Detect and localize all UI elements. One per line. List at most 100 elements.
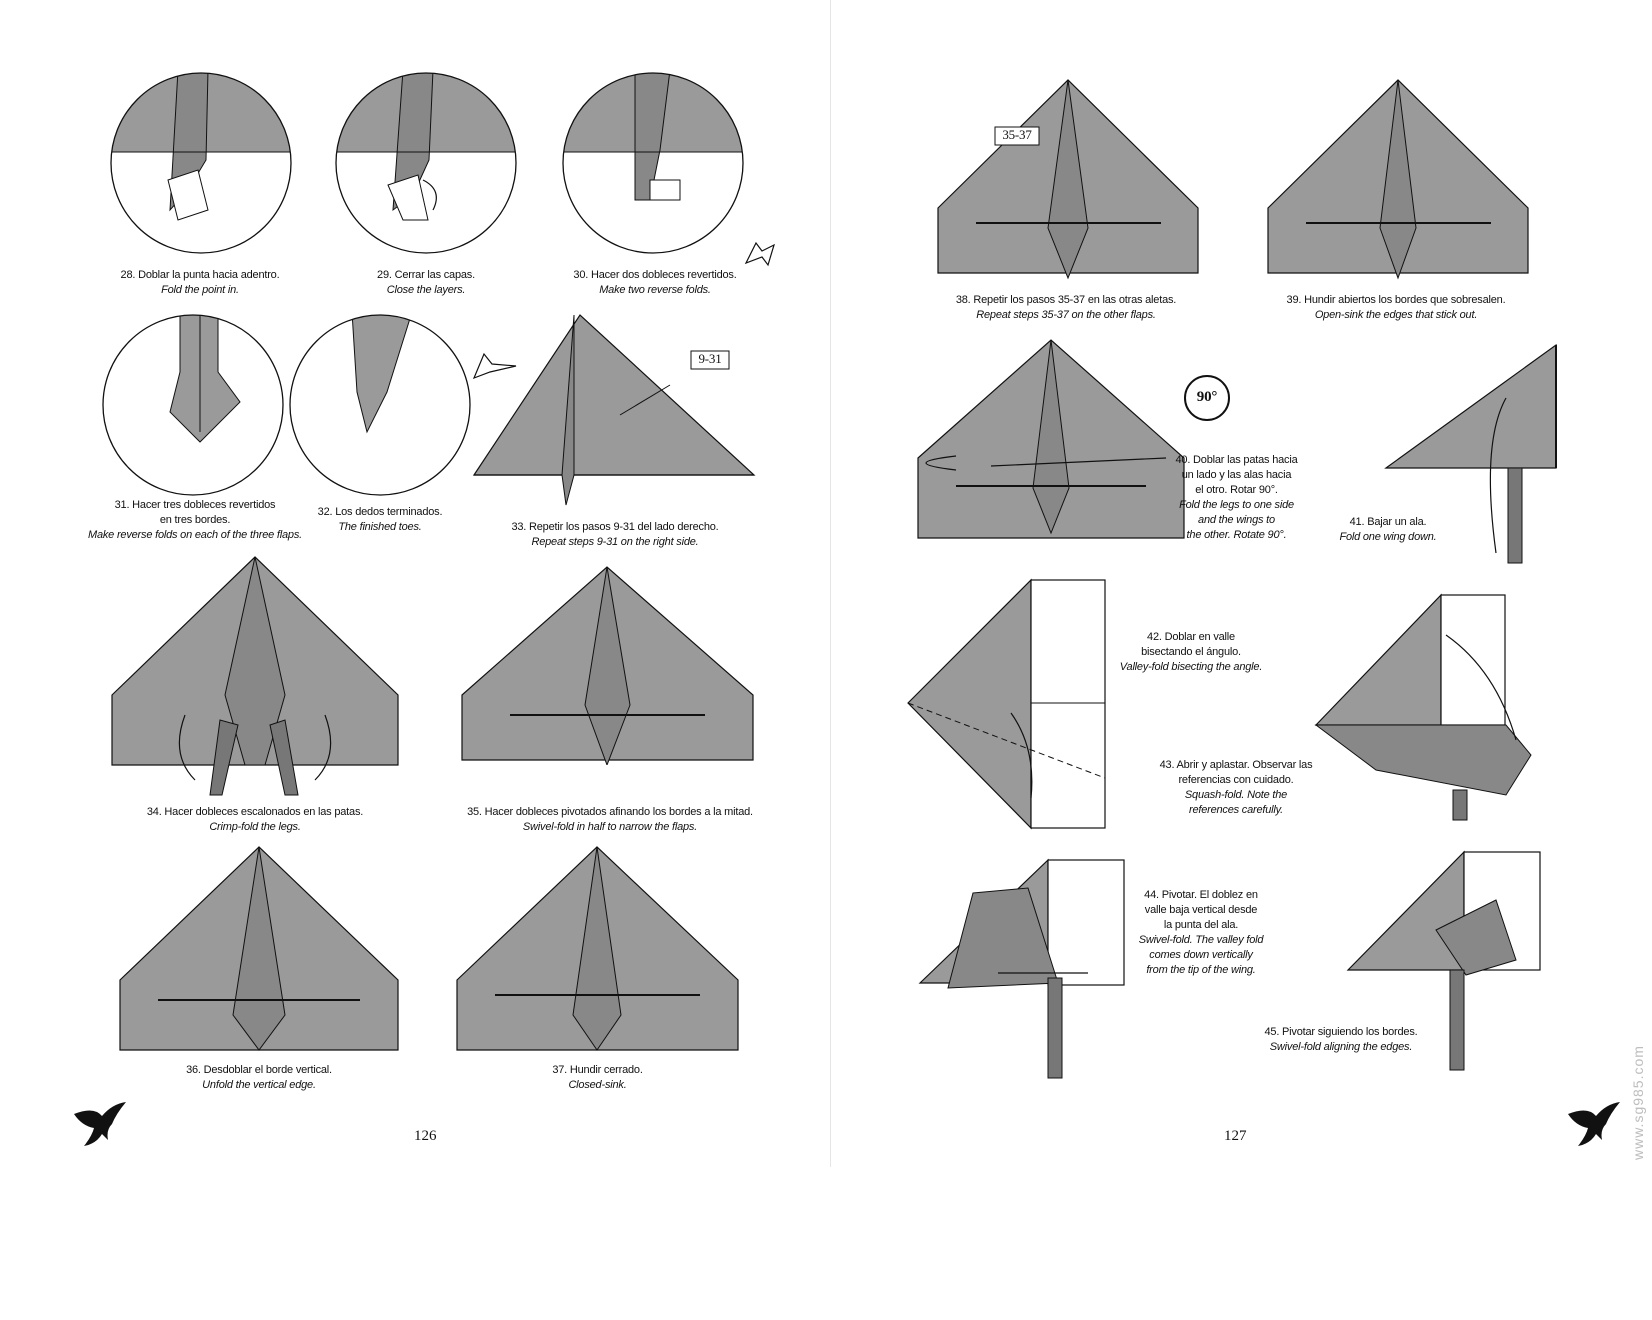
caption-es: 44. Pivotar. El doblez en bbox=[1144, 889, 1258, 901]
caption-step-34: 34. Hacer dobleces escalonados en las pa… bbox=[110, 805, 400, 835]
eagle-logo-icon bbox=[1568, 1102, 1620, 1146]
caption-es: 41. Bajar un ala. bbox=[1349, 516, 1427, 528]
caption-en: Swivel-fold. The valley fold bbox=[1138, 934, 1264, 946]
caption-es: 29. Cerrar las capas. bbox=[377, 269, 475, 281]
caption-es: 36. Desdoblar el borde vertical. bbox=[186, 1064, 332, 1076]
caption-es: 45. Pivotar siguiendo los bordes. bbox=[1264, 1026, 1418, 1038]
diagram-step-29 bbox=[335, 72, 517, 254]
caption-en: Swivel-fold aligning the edges. bbox=[1269, 1041, 1413, 1053]
diagram-step-43 bbox=[1314, 593, 1532, 821]
caption-es: en tres bordes. bbox=[159, 514, 231, 526]
caption-en: Swivel-fold in half to narrow the flaps. bbox=[522, 821, 698, 833]
caption-step-31: 31. Hacer tres dobleces revertidos en tr… bbox=[75, 498, 315, 543]
caption-es: 38. Repetir los pasos 35-37 en las otras… bbox=[955, 294, 1177, 306]
diagram-step-28 bbox=[110, 72, 292, 254]
caption-es: 35. Hacer dobleces pivotados afinando lo… bbox=[467, 806, 753, 818]
caption-es: 28. Doblar la punta hacia adentro. bbox=[120, 269, 280, 281]
diagram-step-38 bbox=[937, 79, 1199, 280]
caption-es: la punta del ala. bbox=[1163, 919, 1239, 931]
caption-en: Crimp-fold the legs. bbox=[209, 821, 301, 833]
right-page: 35-37 38. Repetir los pasos 35-37 en las… bbox=[826, 0, 1652, 1167]
caption-es: 40. Doblar las patas hacia bbox=[1175, 454, 1298, 466]
diagram-step-31 bbox=[102, 314, 284, 496]
page-number: 126 bbox=[414, 1128, 437, 1144]
caption-step-40: 40. Doblar las patas hacia un lado y las… bbox=[1164, 453, 1309, 543]
caption-en: Squash-fold. Note the bbox=[1184, 789, 1288, 801]
turn-over-arrow-icon bbox=[744, 241, 775, 267]
caption-en: Closed-sink. bbox=[568, 1079, 627, 1091]
caption-es: 39. Hundir abiertos los bordes que sobre… bbox=[1286, 294, 1506, 306]
diagram-step-35 bbox=[461, 566, 754, 765]
diagram-step-45 bbox=[1346, 850, 1541, 1071]
diagram-step-36 bbox=[119, 846, 399, 1051]
caption-step-42: 42. Doblar en valle bisectando el ángulo… bbox=[1111, 630, 1271, 675]
caption-es: un lado y las alas hacia bbox=[1181, 469, 1292, 481]
caption-step-45: 45. Pivotar siguiendo los bordes. Swivel… bbox=[1221, 1025, 1461, 1055]
caption-es: valle baja vertical desde bbox=[1144, 904, 1258, 916]
caption-en: The finished toes. bbox=[338, 521, 422, 533]
caption-en: Fold the legs to one side bbox=[1179, 499, 1294, 511]
caption-step-38: 38. Repetir los pasos 35-37 en las otras… bbox=[911, 293, 1221, 323]
caption-en: Repeat steps 35-37 on the other flaps. bbox=[976, 309, 1156, 321]
reference-box bbox=[690, 350, 730, 370]
diagram-step-34 bbox=[111, 556, 399, 796]
caption-step-29: 29. Cerrar las capas. Close the layers. bbox=[316, 268, 536, 298]
caption-step-41: 41. Bajar un ala. Fold one wing down. bbox=[1328, 515, 1448, 545]
caption-step-43: 43. Abrir y aplastar. Observar las refer… bbox=[1126, 758, 1346, 818]
caption-es: 32. Los dedos terminados. bbox=[317, 506, 443, 518]
caption-es: 34. Hacer dobleces escalonados en las pa… bbox=[146, 806, 364, 818]
diagram-step-32 bbox=[289, 314, 471, 496]
caption-en: Unfold the vertical edge. bbox=[202, 1079, 316, 1091]
caption-es: 42. Doblar en valle bbox=[1147, 631, 1235, 643]
caption-en: comes down vertically bbox=[1149, 949, 1253, 961]
caption-en: Close the layers. bbox=[386, 284, 466, 296]
caption-es: 31. Hacer tres dobleces revertidos bbox=[114, 499, 276, 511]
reference-label: 35-37 bbox=[1002, 127, 1032, 142]
diagram-step-37 bbox=[456, 846, 739, 1051]
caption-en: Make two reverse folds. bbox=[599, 284, 711, 296]
diagram-step-30 bbox=[562, 72, 744, 254]
caption-step-39: 39. Hundir abiertos los bordes que sobre… bbox=[1246, 293, 1546, 323]
caption-step-36: 36. Desdoblar el borde vertical. Unfold … bbox=[118, 1063, 400, 1093]
caption-en: Fold the point in. bbox=[161, 284, 239, 296]
caption-es: 30. Hacer dos dobleces revertidos. bbox=[573, 269, 737, 281]
caption-step-44: 44. Pivotar. El doblez en valle baja ver… bbox=[1126, 888, 1276, 978]
caption-en: Repeat steps 9-31 on the right side. bbox=[531, 536, 699, 548]
book-spine bbox=[830, 0, 831, 1167]
caption-en: Valley-fold bisecting the angle. bbox=[1119, 661, 1263, 673]
caption-step-32: 32. Los dedos terminados. The finished t… bbox=[300, 505, 460, 535]
caption-es: 37. Hundir cerrado. bbox=[552, 1064, 643, 1076]
caption-en: references carefully. bbox=[1188, 804, 1284, 816]
rotate-90-icon bbox=[1184, 375, 1230, 421]
rotation-label: 90° bbox=[1196, 389, 1218, 405]
caption-step-35: 35. Hacer dobleces pivotados afinando lo… bbox=[440, 805, 780, 835]
turn-over-arrow-icon bbox=[472, 352, 517, 380]
caption-en: from the tip of the wing. bbox=[1146, 964, 1256, 976]
diagram-step-44 bbox=[918, 858, 1125, 1079]
reference-label: 9-31 bbox=[698, 351, 722, 366]
diagram-step-42 bbox=[907, 578, 1106, 830]
eagle-logo-icon bbox=[74, 1102, 126, 1146]
caption-en: Make reverse folds on each of the three … bbox=[88, 529, 302, 541]
caption-en: Open-sink the edges that stick out. bbox=[1314, 309, 1478, 321]
caption-es: el otro. Rotar 90°. bbox=[1195, 484, 1278, 496]
caption-es: 43. Abrir y aplastar. Observar las bbox=[1159, 759, 1313, 771]
caption-en: the other. Rotate 90°. bbox=[1186, 529, 1287, 541]
caption-en: and the wings to bbox=[1198, 514, 1275, 526]
caption-es: bisectando el ángulo. bbox=[1141, 646, 1241, 658]
watermark-text: www.sg985.com bbox=[1630, 1045, 1646, 1160]
caption-step-28: 28. Doblar la punta hacia adentro. Fold … bbox=[90, 268, 310, 298]
left-page: 28. Doblar la punta hacia adentro. Fold … bbox=[0, 0, 826, 1167]
caption-step-33: 33. Repetir los pasos 9-31 del lado dere… bbox=[470, 520, 760, 550]
diagram-step-39 bbox=[1267, 79, 1529, 280]
page-number: 127 bbox=[1224, 1128, 1247, 1144]
diagram-step-41 bbox=[1384, 343, 1557, 564]
caption-step-37: 37. Hundir cerrado. Closed-sink. bbox=[455, 1063, 740, 1093]
caption-es: 33. Repetir los pasos 9-31 del lado dere… bbox=[511, 521, 719, 533]
diagram-step-33 bbox=[472, 314, 756, 506]
reference-box bbox=[994, 126, 1040, 146]
caption-step-30: 30. Hacer dos dobleces revertidos. Make … bbox=[530, 268, 780, 298]
caption-en: Fold one wing down. bbox=[1339, 531, 1437, 543]
caption-es: referencias con cuidado. bbox=[1178, 774, 1294, 786]
diagram-step-40 bbox=[917, 339, 1185, 539]
